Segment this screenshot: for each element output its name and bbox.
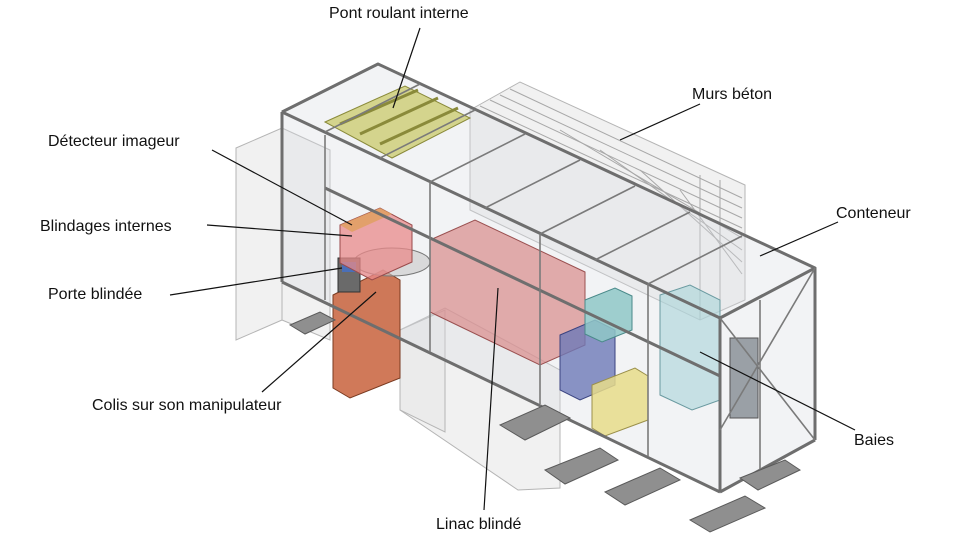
leader-porte — [169, 267, 343, 296]
support-feet — [288, 311, 802, 533]
label-pont-roulant: Pont roulant interne — [329, 5, 469, 22]
label-baies: Baies — [854, 432, 894, 449]
leader-blindages — [206, 224, 353, 237]
labels: Pont roulant interne Murs béton Détecteu… — [40, 5, 911, 533]
label-porte: Porte blindée — [48, 286, 142, 303]
container-frame — [280, 62, 817, 494]
internal-equipment — [323, 85, 759, 437]
leader-colis — [261, 291, 377, 393]
leader-pont-roulant — [392, 27, 421, 109]
label-conteneur: Conteneur — [836, 205, 911, 222]
label-linac: Linac blindé — [436, 516, 522, 533]
leader-linac — [483, 287, 499, 511]
corrugation-ribs — [479, 88, 743, 320]
overhead-crane — [323, 85, 472, 159]
label-blindages: Blindages internes — [40, 218, 172, 235]
label-detecteur: Détecteur imageur — [48, 133, 180, 150]
leader-detecteur — [211, 149, 353, 226]
leader-conteneur — [759, 221, 839, 257]
concrete-walls — [469, 81, 746, 321]
leader-murs-beton — [619, 103, 701, 141]
leader-baies — [699, 351, 856, 431]
label-murs-beton: Murs béton — [692, 86, 772, 103]
label-colis: Colis sur son manipulateur — [92, 397, 282, 414]
leader-lines — [169, 27, 856, 511]
